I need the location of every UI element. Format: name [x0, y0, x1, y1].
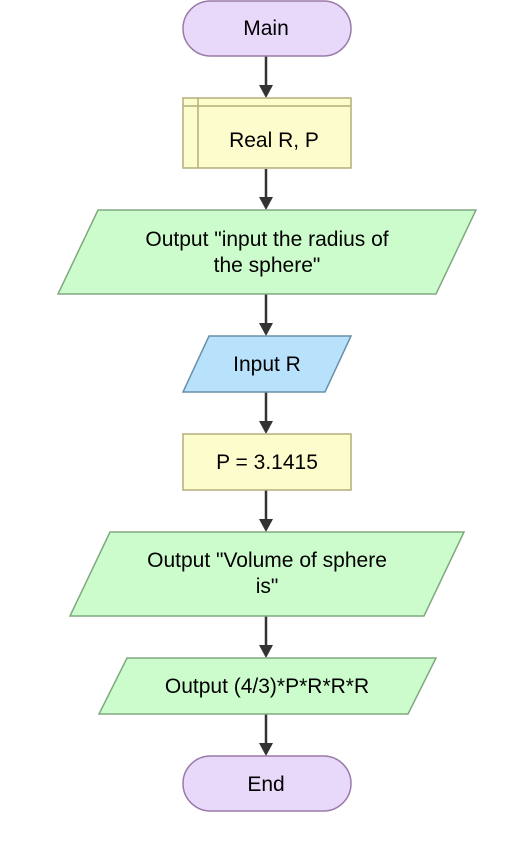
node-output-volume-label: Output (4/3)*P*R*R*R [165, 675, 369, 698]
arrow-assign-to-output-label [259, 490, 273, 532]
node-main: Main [182, 0, 352, 57]
node-assign-p-label: P = 3.1415 [216, 451, 318, 474]
node-main-label: Main [243, 17, 289, 40]
node-output-prompt: Output "input the radius of the sphere" [56, 209, 478, 295]
assign-shape [182, 433, 352, 491]
arrow-output-prompt-to-input [259, 294, 273, 336]
terminal-shape [182, 755, 352, 812]
arrow-declare-to-output-prompt [259, 169, 273, 210]
node-assign-p: P = 3.1415 [182, 433, 352, 491]
node-output-prompt-line-2: the sphere" [214, 254, 321, 277]
node-output-label-line-1: Output "Volume of sphere [147, 549, 387, 572]
node-end-label: End [247, 773, 284, 796]
node-output-volume: Output (4/3)*P*R*R*R [97, 657, 438, 715]
flow-arrows [259, 56, 273, 756]
node-output-label: Output "Volume of sphere is" [68, 531, 466, 617]
node-declare-label: Real R, P [229, 129, 319, 152]
terminal-shape [182, 0, 352, 57]
node-output-prompt-line-1: Output "input the radius of [145, 228, 388, 251]
input-parallelogram-shape [181, 335, 353, 393]
arrow-main-to-declare [259, 56, 273, 98]
node-declare: Real R, P [182, 97, 352, 169]
arrow-output-label-to-output-volume [259, 616, 273, 658]
node-output-label-line-2: is" [256, 575, 279, 598]
arrow-input-to-assign [259, 392, 273, 434]
declare-shape [182, 97, 352, 169]
node-end: End [182, 755, 352, 812]
node-input-r-label: Input R [233, 353, 301, 376]
output-parallelogram-shape [56, 209, 478, 295]
output-parallelogram-shape [68, 531, 466, 617]
arrow-output-volume-to-end [259, 714, 273, 756]
node-input-r: Input R [181, 335, 353, 393]
output-parallelogram-shape [97, 657, 438, 715]
